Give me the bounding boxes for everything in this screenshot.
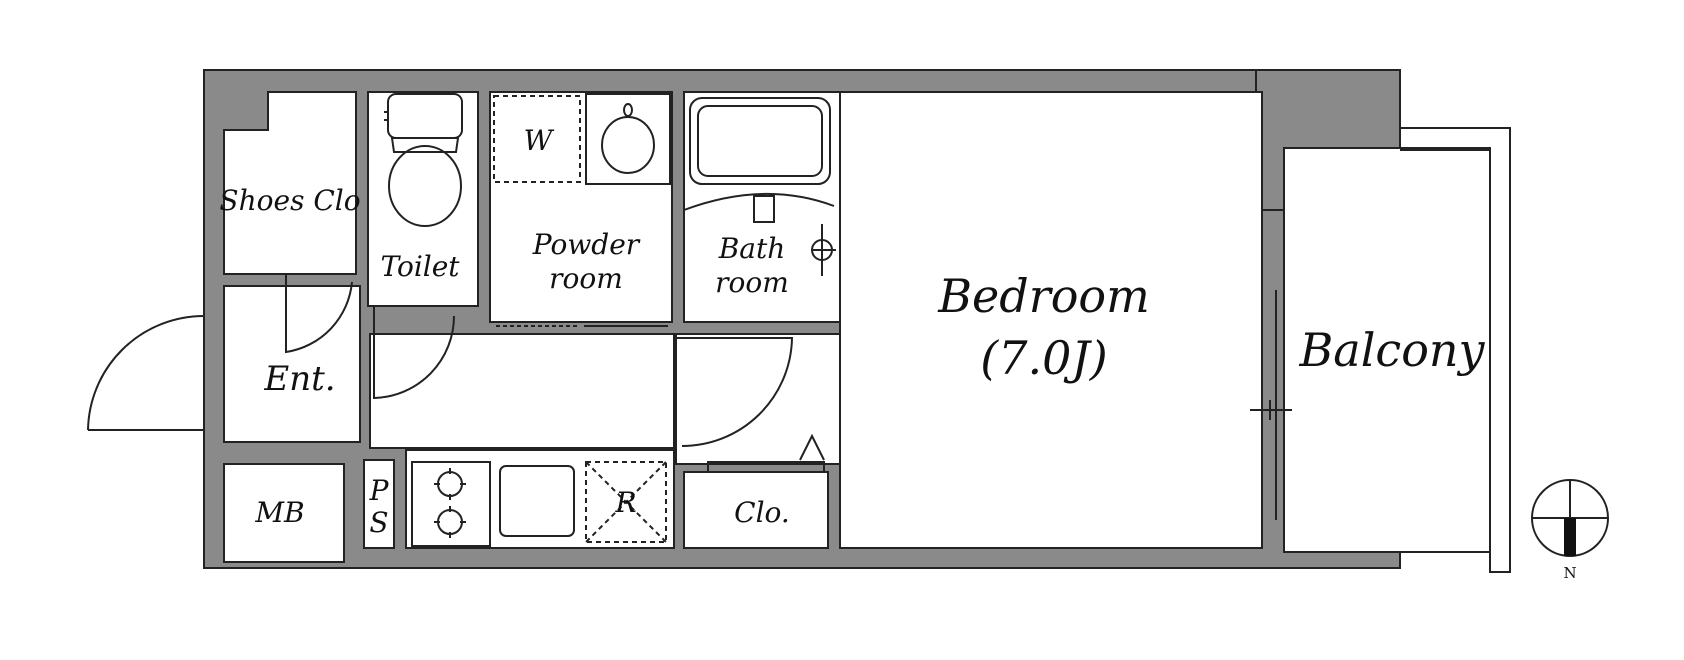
north-arrow-icon: N bbox=[1531, 479, 1609, 582]
fixtures bbox=[384, 93, 836, 547]
label-pipe-space-2: S bbox=[369, 506, 388, 539]
doors bbox=[87, 192, 1292, 520]
label-bedroom: Bedroom bbox=[937, 269, 1149, 323]
refrigerator-space bbox=[585, 461, 667, 543]
kitchen-sink-icon bbox=[499, 465, 575, 537]
label-balcony: Balcony bbox=[1298, 323, 1485, 377]
label-bedroom-size: (7.0J) bbox=[980, 331, 1108, 385]
label-entrance: Ent. bbox=[263, 359, 335, 399]
balcony-parapet bbox=[1370, 127, 1511, 573]
label-refrigerator: R bbox=[614, 486, 636, 519]
label-washer: W bbox=[524, 124, 555, 157]
stove-icon bbox=[411, 461, 491, 547]
label-bath-room-1: Bath bbox=[718, 232, 786, 265]
label-toilet: Toilet bbox=[380, 250, 460, 283]
washer-space bbox=[493, 95, 581, 183]
label-powder-room-1: Powder bbox=[532, 228, 641, 261]
label-pipe-space-1: P bbox=[369, 474, 390, 507]
compass-label: N bbox=[1563, 564, 1576, 582]
shoes-door-swing bbox=[285, 274, 353, 354]
label-meter-box: MB bbox=[254, 496, 304, 529]
wash-basin-icon bbox=[585, 93, 671, 185]
label-powder-room-2: room bbox=[549, 262, 623, 295]
label-shoes-closet: Shoes Clo bbox=[219, 184, 360, 217]
toilet-bowl-icon bbox=[384, 93, 463, 227]
front-door-swing bbox=[87, 315, 205, 431]
label-bath-room-2: room bbox=[715, 266, 789, 299]
bathtub-icon bbox=[689, 97, 836, 276]
room-labels: Shoes Clo Toilet W Powder room Bath room… bbox=[219, 124, 1485, 539]
label-closet: Clo. bbox=[734, 496, 790, 529]
toilet-door-swing bbox=[373, 306, 455, 400]
rooms bbox=[223, 91, 1491, 563]
bedroom-door-swing bbox=[676, 337, 794, 447]
